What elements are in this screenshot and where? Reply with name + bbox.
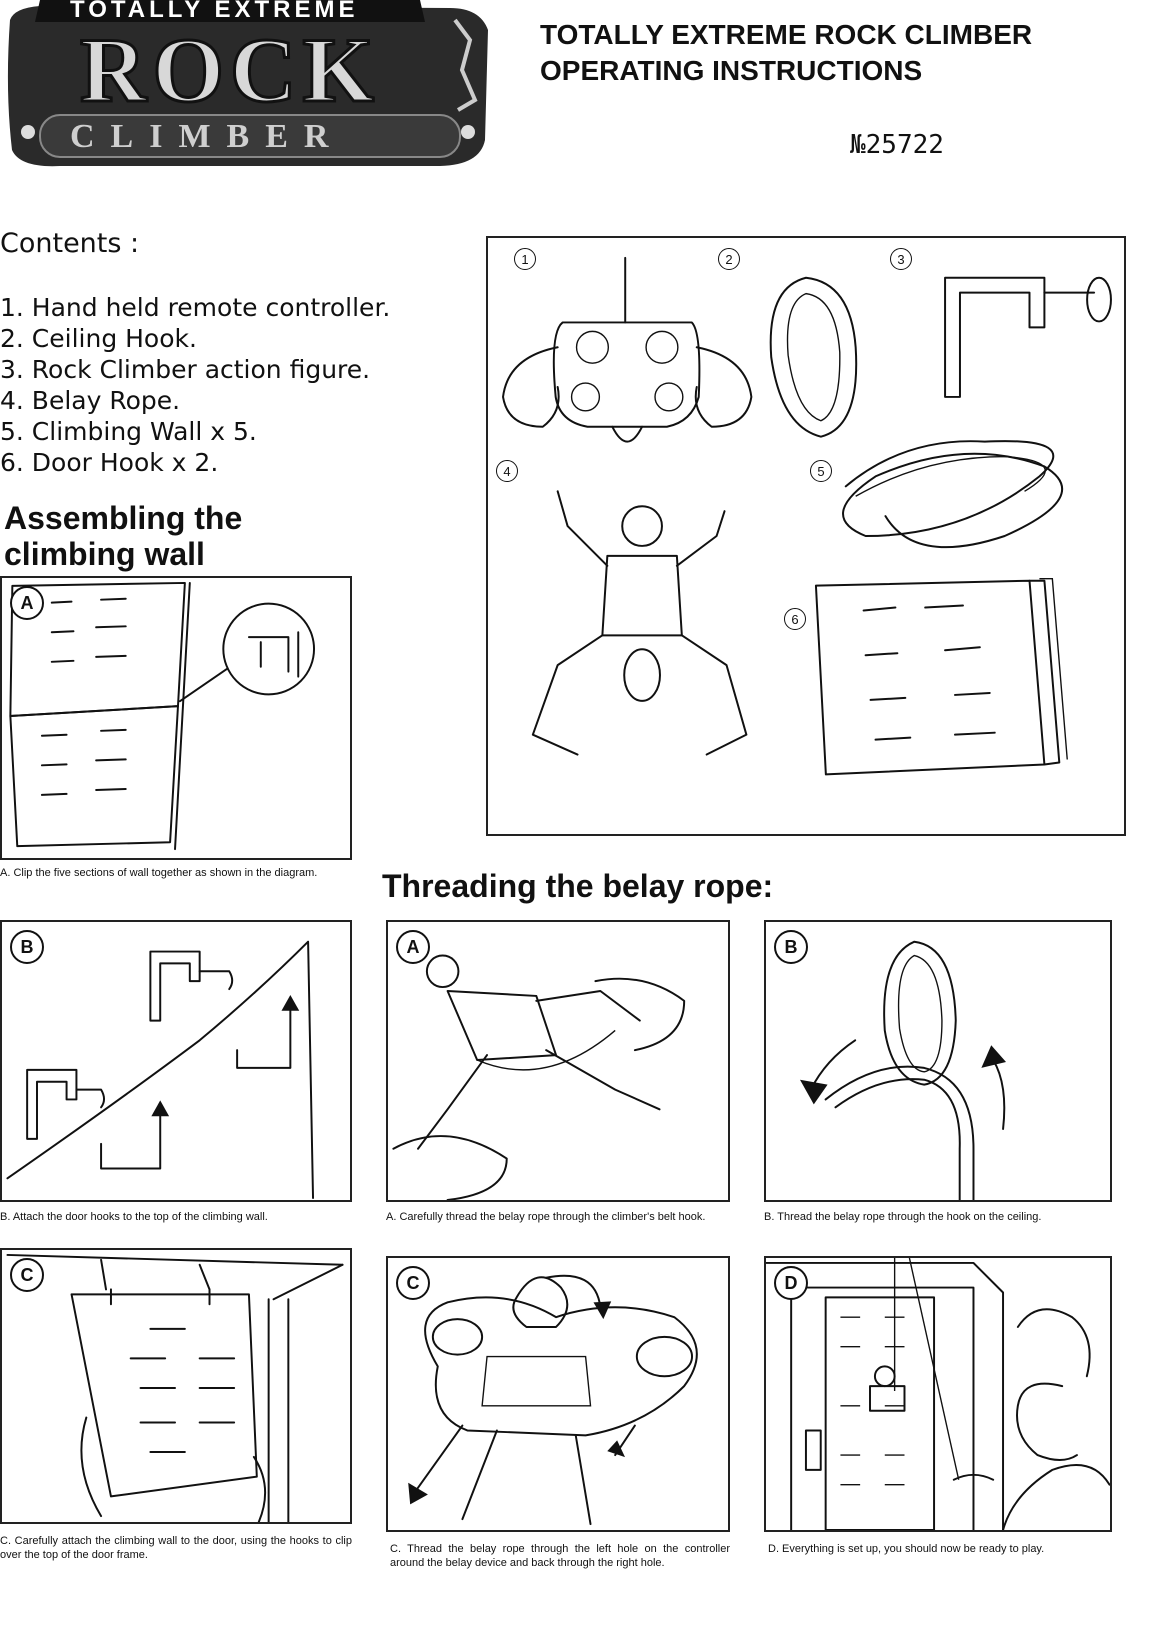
contents-heading: Contents :	[0, 228, 140, 259]
logo-graphic	[7, 0, 489, 167]
assembly-step-c-caption: C. Carefully attach the climbing wall to…	[0, 1535, 352, 1561]
document-title-line2: OPERATING INSTRUCTIONS	[540, 55, 923, 86]
threading-step-c-caption: C. Thread the belay rope through the lef…	[390, 1543, 730, 1569]
contents-item: 1. Hand held remote controller.	[0, 293, 391, 322]
threading-step-c-illustration	[408, 1274, 698, 1526]
assembly-heading-line1: Assembling the	[4, 500, 243, 536]
threading-step-b-badge: B	[774, 930, 808, 964]
threading-step-c-panel: C	[386, 1256, 730, 1532]
product-code: №25722	[850, 130, 944, 160]
threading-step-d-badge: D	[774, 1266, 808, 1300]
product-logo: TOTALLY EXTREME ROCK CLIMBER	[0, 0, 490, 170]
assembly-step-b-illustration	[6, 940, 315, 1200]
threading-step-b-panel: B	[764, 920, 1112, 1202]
part-label-1: 1	[514, 248, 536, 270]
threading-step-b-illustration	[799, 940, 1007, 1200]
parts-illustration-panel: 1 2 3 4 5 6	[486, 236, 1126, 836]
contents-item: 4. Belay Rope.	[0, 386, 181, 415]
part-label-2: 2	[718, 248, 740, 270]
threading-step-a-caption: A. Carefully thread the belay rope throu…	[386, 1211, 706, 1223]
assembly-step-a-illustration	[9, 581, 316, 851]
contents-item: 2. Ceiling Hook.	[0, 324, 197, 353]
document-title-line1: TOTALLY EXTREME ROCK CLIMBER	[540, 19, 1033, 50]
threading-step-d-caption: D. Everything is set up, you should now …	[768, 1543, 1045, 1555]
assembly-step-a-caption: A. Clip the five sections of wall togeth…	[0, 867, 318, 879]
part-label-3: 3	[890, 248, 912, 270]
logo-line3: CLIMBER	[70, 118, 345, 155]
assembly-step-b-panel: B	[0, 920, 352, 1202]
logo-line2: ROCK	[79, 19, 380, 121]
threading-step-c-badge: C	[396, 1266, 430, 1300]
assembly-step-a-panel: A	[0, 576, 352, 860]
contents-item: 6. Door Hook x 2.	[0, 448, 219, 477]
logo-line1: TOTALLY EXTREME	[70, 0, 359, 23]
part-label-5: 5	[810, 460, 832, 482]
assembly-heading-line2: climbing wall	[4, 536, 205, 572]
contents-list: 1. Hand held remote controller. 2. Ceili…	[0, 292, 390, 478]
assembly-step-c-illustration	[6, 1253, 344, 1522]
assembly-step-c-badge: C	[10, 1258, 44, 1292]
threading-heading: Threading the belay rope:	[382, 868, 774, 904]
threading-step-a-illustration	[392, 954, 686, 1200]
threading-step-d-panel: D	[764, 1256, 1112, 1532]
assembly-step-a-badge: A	[10, 586, 44, 620]
threading-step-d-illustration	[766, 1258, 1110, 1530]
threading-step-a-panel: A	[386, 920, 730, 1202]
assembly-step-c-panel: C	[0, 1248, 352, 1524]
part-label-6: 6	[784, 608, 806, 630]
contents-item: 3. Rock Climber action figure.	[0, 355, 371, 384]
contents-item: 5. Climbing Wall x 5.	[0, 417, 257, 446]
parts-illustration	[502, 256, 1112, 776]
assembly-step-b-caption: B. Attach the door hooks to the top of t…	[0, 1211, 268, 1223]
assembly-step-b-badge: B	[10, 930, 44, 964]
threading-step-b-caption: B. Thread the belay rope through the hoo…	[764, 1211, 1042, 1223]
part-label-4: 4	[496, 460, 518, 482]
threading-step-a-badge: A	[396, 930, 430, 964]
